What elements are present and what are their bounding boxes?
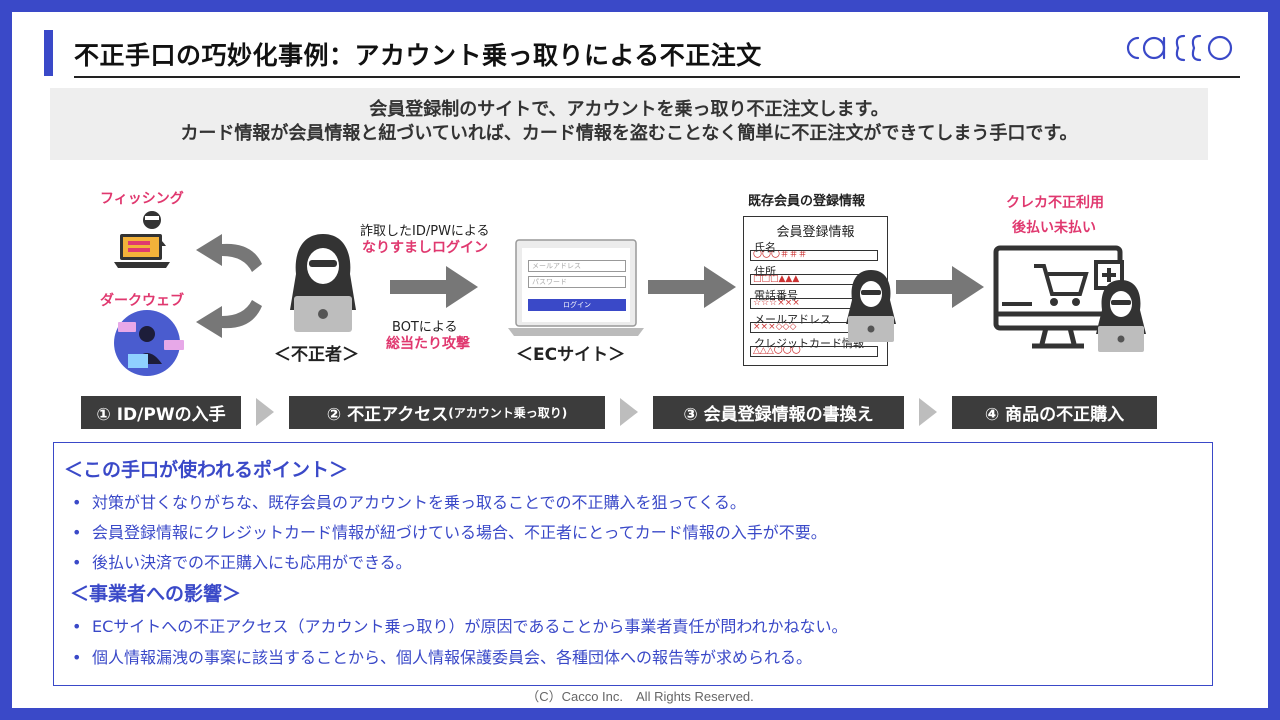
intro-line-2: カード情報が会員情報と紐づいていれば、カード情報を盗むことなく簡単に不正注文がで… — [180, 123, 1078, 144]
ec-site-label: ＜ECサイト＞ — [516, 345, 626, 365]
step-2-label: ② 不正アクセス — [326, 405, 449, 425]
impact-text-1: ECサイトへの不正アクセス（アカウント乗っ取り）が原因であることから事業者責任が… — [92, 617, 848, 636]
point-item-3: • 後払い決済での不正購入にも応用ができる。 — [72, 549, 412, 573]
point-text-1: 対策が甘くなりがちな、既存会員のアカウントを乗っ取ることでの不正購入を狙ってくる… — [92, 493, 746, 512]
bullet: • — [72, 523, 82, 542]
ec-mail-input: メールアドレス — [528, 260, 626, 272]
arrow-top-caption-highlight: なりすましログイン — [362, 240, 488, 256]
impact-heading: ＜事業者への影響＞ — [70, 583, 242, 605]
registration-form-heading: 会員登録情報 — [776, 225, 855, 240]
cacco-logo — [1120, 28, 1240, 77]
step-3-label: ③ 会員登録情報の書換え — [683, 405, 874, 425]
point-item-2: • 会員登録情報にクレジットカード情報が紐づけている場合、不正者にとってカード情報… — [72, 519, 827, 543]
title-accent-bar — [44, 30, 53, 76]
bullet: • — [72, 617, 82, 636]
darkweb-label: ダークウェブ — [100, 293, 184, 309]
bullet: • — [72, 648, 82, 667]
ec-password-input: パスワード — [528, 276, 626, 288]
impact-item-1: • ECサイトへの不正アクセス（アカウント乗っ取り）が原因であることから事業者責任… — [72, 613, 848, 637]
arrow-to-ec — [390, 266, 478, 308]
step-4: ④ 商品の不正購入 — [952, 396, 1157, 429]
arrow-to-registration — [648, 266, 736, 308]
step-1-label: ① ID/PWの入手 — [96, 405, 226, 425]
step-3: ③ 会員登録情報の書換え — [653, 396, 904, 429]
registration-hacker-icon — [846, 270, 896, 342]
fraudster-label: ＜不正者＞ — [274, 345, 359, 365]
bullet: • — [72, 553, 82, 572]
step-2: ② 不正アクセス(アカウント乗っ取り) — [289, 396, 605, 429]
point-text-3: 後払い決済での不正購入にも応用ができる。 — [92, 553, 412, 572]
points-heading: ＜この手口が使われるポイント＞ — [64, 459, 349, 481]
purchase-hacker-icon — [1096, 280, 1146, 352]
arrow-top-caption: 詐取したID/PWによる — [360, 224, 490, 239]
step-chevron-2 — [620, 398, 638, 426]
point-text-2: 会員登録情報にクレジットカード情報が紐づけている場合、不正者にとってカード情報の… — [92, 523, 827, 542]
existing-info-label: 既存会員の登録情報 — [748, 194, 866, 209]
arrow-bottom-caption-highlight: 総当たり攻撃 — [386, 336, 470, 352]
intro-box: 会員登録制のサイトで、アカウントを乗っ取り不正注文します。 カード情報が会員情報… — [50, 88, 1208, 160]
darkweb-icon — [114, 310, 184, 376]
result-label-unpaid: 後払い未払い — [1012, 220, 1096, 236]
field-value-name: 〇〇〇＃＃＃ — [750, 250, 878, 261]
bullet: • — [72, 493, 82, 512]
title-underline — [74, 76, 1240, 78]
logo-mark — [1126, 34, 1233, 62]
footer-copyright: （C）Cacco Inc. All Rights Reserved. — [526, 689, 754, 704]
ec-site-laptop-icon — [508, 239, 644, 336]
step-1: ① ID/PWの入手 — [81, 396, 241, 429]
curved-arrows — [196, 234, 262, 338]
result-label-credit-fraud: クレカ不正利用 — [1006, 195, 1104, 211]
impact-text-2: 個人情報漏洩の事案に該当することから、個人情報保護委員会、各種団体への報告等が求… — [92, 648, 813, 667]
phishing-label: フィッシング — [100, 191, 184, 207]
step-4-label: ④ 商品の不正購入 — [984, 405, 1125, 425]
step-chevron-1 — [256, 398, 274, 426]
point-item-1: • 対策が甘くなりがちな、既存会員のアカウントを乗っ取ることでの不正購入を狙ってく… — [72, 489, 746, 513]
impact-item-2: • 個人情報漏洩の事案に該当することから、個人情報保護委員会、各種団体への報告等が… — [72, 644, 812, 668]
arrow-bottom-caption: BOTによる — [392, 320, 458, 335]
slide: 不正手口の巧妙化事例：アカウント乗っ取りによる不正注文 会員登録制のサイトで、ア… — [12, 12, 1268, 708]
arrow-to-purchase — [896, 266, 984, 308]
ec-login-button: ログイン — [528, 299, 626, 311]
page-title: 不正手口の巧妙化事例：アカウント乗っ取りによる不正注文 — [74, 41, 762, 70]
points-box: ＜この手口が使われるポイント＞ • 対策が甘くなりがちな、既存会員のアカウントを乗… — [53, 442, 1213, 686]
step-chevron-3 — [919, 398, 937, 426]
intro-line-1: 会員登録制のサイトで、アカウントを乗っ取り不正注文します。 — [369, 99, 889, 120]
field-value-credit-card: △△△〇〇〇 — [750, 346, 878, 357]
fraudster-icon — [290, 234, 356, 332]
step-2-sublabel: (アカウント乗っ取り) — [448, 406, 568, 420]
phishing-hacker-icon — [114, 211, 170, 268]
